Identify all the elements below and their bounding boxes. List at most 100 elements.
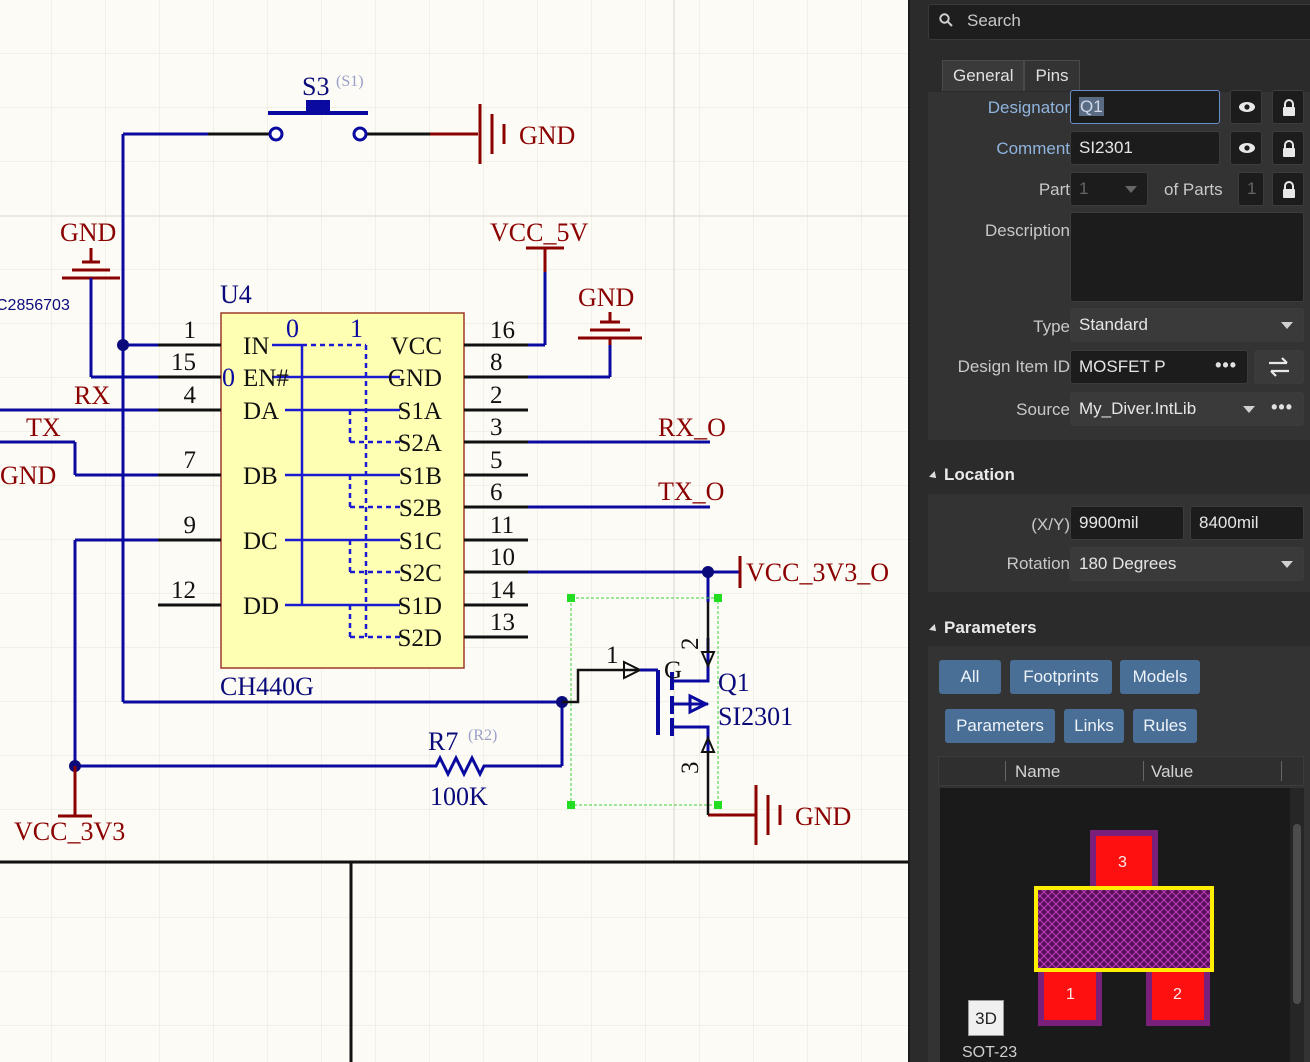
source-label: Source bbox=[1016, 400, 1070, 419]
schematic-canvas[interactable]: S3 (S1) GND GND C2856703 VCC_5V GND U4 C… bbox=[0, 0, 908, 1062]
net-rx-o: RX_O bbox=[658, 413, 726, 442]
x-field[interactable]: 9900mil bbox=[1070, 506, 1184, 540]
tab-pins[interactable]: Pins bbox=[1024, 60, 1080, 91]
s3-designator: S3 bbox=[302, 72, 329, 101]
ic-pin-number: 1 bbox=[184, 317, 197, 344]
designator-field[interactable]: Q1 bbox=[1070, 90, 1220, 124]
ic-internal-switches bbox=[272, 343, 400, 639]
y-field[interactable]: 8400mil bbox=[1190, 506, 1304, 540]
ic-right-pins: 16VCC8GND2S1A3S2A5S1B6S2B11S1C10S2C14S1D… bbox=[388, 317, 516, 652]
rotation-select[interactable]: 180 Degrees bbox=[1070, 547, 1304, 581]
designator-lock-button[interactable] bbox=[1272, 90, 1304, 124]
footprint-preview[interactable]: 3 1 2 3D SOT-23 bbox=[940, 788, 1304, 1062]
resistor-r7[interactable] bbox=[400, 754, 498, 778]
ic-pin-number: 9 bbox=[184, 512, 197, 539]
scrollbar-thumb[interactable] bbox=[1293, 824, 1301, 1004]
search-box[interactable]: Search bbox=[928, 4, 1310, 40]
pad-3-label: 3 bbox=[1118, 854, 1127, 871]
ic-pin-number: 12 bbox=[171, 577, 196, 604]
wires bbox=[0, 132, 740, 768]
net-rx: RX bbox=[74, 381, 110, 410]
ctrl-label-en-zero: 0 bbox=[222, 363, 235, 392]
filter-models-button[interactable]: Models bbox=[1120, 660, 1200, 694]
ic-pin-number: 7 bbox=[184, 447, 197, 474]
ic-pin-name: DB bbox=[243, 463, 278, 490]
ic-pin-number: 11 bbox=[490, 512, 514, 539]
vcc3v3-symbol bbox=[58, 766, 92, 818]
of-parts-label: of Parts bbox=[1164, 180, 1223, 199]
comment-field[interactable]: SI2301 bbox=[1070, 131, 1220, 165]
description-field[interactable] bbox=[1070, 212, 1304, 302]
ic-pin-number: 16 bbox=[490, 317, 515, 344]
q1-comment: SI2301 bbox=[718, 702, 793, 731]
filter-footprints-button[interactable]: Footprints bbox=[1010, 660, 1112, 694]
ic-pin-name: DC bbox=[243, 528, 278, 555]
column-name[interactable]: Name bbox=[1015, 762, 1061, 781]
part-lock-button[interactable] bbox=[1272, 172, 1304, 206]
search-icon bbox=[939, 13, 953, 27]
source-select[interactable]: My_Diver.IntLib••• bbox=[1070, 392, 1304, 426]
filter-all-button[interactable]: All bbox=[939, 660, 1001, 694]
ic-pin-number: 10 bbox=[490, 544, 515, 571]
column-value[interactable]: Value bbox=[1151, 762, 1194, 781]
design-item-id-field[interactable]: MOSFET P••• bbox=[1070, 350, 1248, 384]
rotation-label: Rotation bbox=[1006, 554, 1070, 573]
r7-alt-designator: (R2) bbox=[468, 727, 497, 744]
net-gnd-s3: GND bbox=[519, 121, 575, 150]
tab-general[interactable]: General bbox=[942, 60, 1025, 91]
gnd-symbol-left bbox=[62, 248, 120, 290]
design-item-id-label: Design Item ID bbox=[957, 357, 1070, 376]
preview-scrollbar[interactable] bbox=[1290, 788, 1304, 1062]
designator-label: Designator bbox=[987, 98, 1070, 117]
of-parts-value: 1 bbox=[1238, 172, 1264, 206]
pad-1-label: 1 bbox=[1066, 986, 1075, 1003]
ic-pin-name: S2B bbox=[399, 495, 442, 522]
ic-pin-name: S1B bbox=[399, 463, 442, 490]
lcsc-part-number: C2856703 bbox=[0, 297, 70, 314]
filter-parameters-button[interactable]: Parameters bbox=[945, 709, 1055, 743]
ic-right-pin-lines bbox=[464, 343, 528, 639]
filter-links-button[interactable]: Links bbox=[1064, 709, 1124, 743]
net-gnd-q1: GND bbox=[795, 802, 851, 831]
ic-pin-name: S1C bbox=[399, 528, 442, 555]
general-section: Designator Q1 Comment SI2301 Part 1 of P… bbox=[928, 90, 1310, 440]
3d-view-button[interactable]: 3D bbox=[968, 1000, 1004, 1036]
ic-pin-name: S2C bbox=[399, 560, 442, 587]
location-section: (X/Y) 9900mil 8400mil Rotation 180 Degre… bbox=[928, 494, 1310, 592]
properties-panel: Search General Pins Designator Q1 Commen… bbox=[908, 0, 1310, 1062]
more-icon[interactable]: ••• bbox=[1271, 397, 1293, 417]
chevron-down-icon bbox=[1243, 406, 1255, 413]
ctrl-label-zero: 0 bbox=[286, 314, 299, 343]
ic-body[interactable] bbox=[220, 312, 465, 669]
location-header[interactable]: Location bbox=[929, 465, 1015, 485]
net-vcc3v3-o: VCC_3V3_O bbox=[746, 558, 889, 587]
footprint-drawing bbox=[1034, 830, 1214, 1026]
part-label: Part bbox=[1038, 180, 1070, 199]
swap-icon bbox=[1269, 357, 1289, 377]
ic-designator: U4 bbox=[220, 280, 252, 309]
ic-pin-name: IN bbox=[243, 333, 269, 360]
switch-s3[interactable] bbox=[208, 100, 478, 142]
parameters-header[interactable]: Parameters bbox=[929, 618, 1037, 638]
designator-visibility-button[interactable] bbox=[1230, 90, 1262, 124]
ic-pin-name: DA bbox=[243, 398, 279, 425]
chevron-down-icon bbox=[1281, 561, 1293, 568]
schematic-drawing[interactable]: S3 (S1) GND GND C2856703 VCC_5V GND U4 C… bbox=[0, 0, 908, 1062]
pad-2-label: 2 bbox=[1173, 986, 1182, 1003]
filter-rules-button[interactable]: Rules bbox=[1133, 709, 1197, 743]
description-label: Description bbox=[984, 221, 1070, 240]
comment-label: Comment bbox=[996, 139, 1070, 158]
junctions bbox=[69, 339, 714, 772]
s3-alt-designator: (S1) bbox=[336, 73, 364, 90]
mosfet-q1[interactable] bbox=[562, 594, 722, 815]
q1-pin-3: 3 bbox=[677, 762, 704, 775]
more-icon[interactable]: ••• bbox=[1215, 355, 1237, 375]
chevron-down-icon bbox=[1125, 186, 1137, 193]
part-select[interactable]: 1 bbox=[1070, 172, 1148, 206]
gnd-symbol-ic bbox=[578, 312, 642, 345]
comment-lock-button[interactable] bbox=[1272, 131, 1304, 165]
type-select[interactable]: Standard bbox=[1070, 308, 1304, 342]
ic-pin-name: S1A bbox=[398, 398, 442, 425]
swap-button[interactable] bbox=[1254, 350, 1304, 384]
comment-visibility-button[interactable] bbox=[1230, 131, 1262, 165]
